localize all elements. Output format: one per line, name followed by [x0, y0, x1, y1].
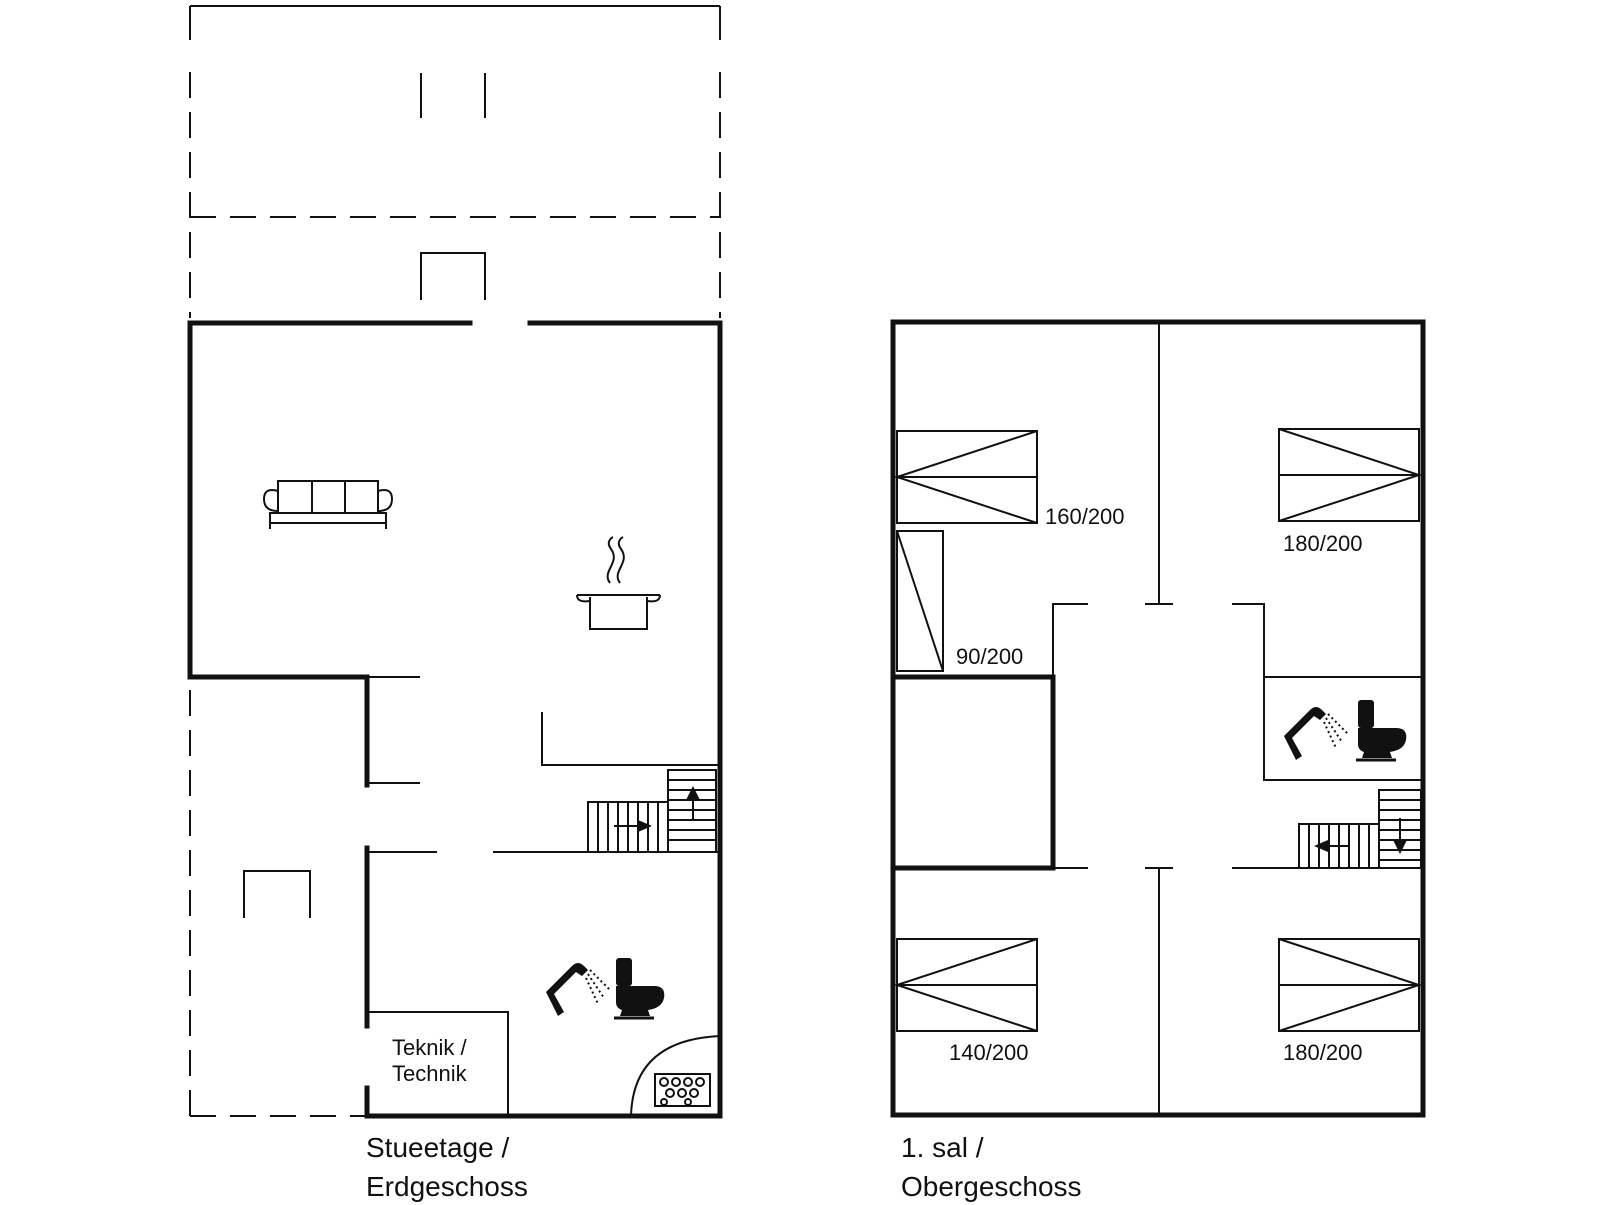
bed-icon	[896, 530, 944, 672]
toilet-icon	[614, 958, 665, 1020]
stairs-icon	[587, 769, 717, 853]
shower-icon	[1284, 707, 1349, 760]
bed-icon	[1278, 428, 1423, 522]
shower-icon	[546, 963, 611, 1016]
ground-floor-walls	[187, 320, 723, 1119]
bed-icon	[1278, 938, 1423, 1032]
upper-floor-caption-line1: 1. sal /	[901, 1132, 984, 1163]
bed-size-top-right: 180/200	[1283, 531, 1363, 556]
bed-icon	[893, 938, 1038, 1032]
ground-floor-plan: Teknik / Technik Stueetage / Erdgeschoss	[187, 5, 723, 1202]
bed-icon	[893, 430, 1038, 524]
toilet-icon	[1356, 700, 1407, 762]
sofa-icon	[262, 480, 394, 529]
stairs-icon	[1298, 789, 1422, 869]
upper-floor-caption-line2: Obergeschoss	[901, 1171, 1082, 1202]
upper-floor-walls	[890, 319, 1426, 1118]
technik-label-line2: Technik	[392, 1061, 468, 1086]
bed-size-top-left: 160/200	[1045, 504, 1125, 529]
cooking-pot-icon	[576, 536, 661, 630]
technik-label-line1: Teknik /	[392, 1035, 467, 1060]
ground-floor-caption-line1: Stueetage /	[366, 1132, 509, 1163]
bed-size-bottom-right: 180/200	[1283, 1040, 1363, 1065]
bed-size-single: 90/200	[956, 644, 1023, 669]
bed-size-bottom-left: 140/200	[949, 1040, 1029, 1065]
ground-floor-caption-line2: Erdgeschoss	[366, 1171, 528, 1202]
annex-outline	[189, 690, 367, 1117]
terrace-outline	[189, 5, 721, 318]
sauna-stove-icon	[654, 1073, 711, 1107]
upper-floor-plan: 160/200 90/200 180/200 140/200 180/200	[890, 319, 1426, 1202]
